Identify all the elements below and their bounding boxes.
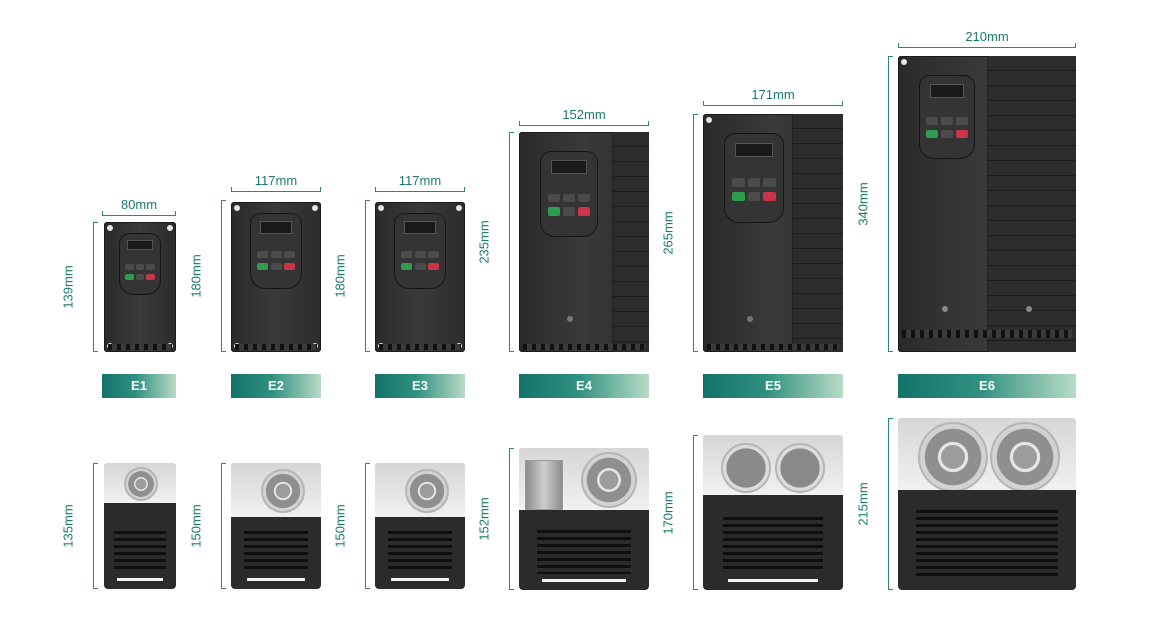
depth-dimension: 215mm — [856, 418, 893, 590]
width-value: 117mm — [254, 173, 298, 188]
height-dimension: 340mm — [856, 56, 893, 352]
width-dimension: 80mm — [102, 197, 176, 216]
width-value: 117mm — [398, 173, 442, 188]
depth-value: 150mm — [332, 504, 348, 548]
frame-label-e1: E1 — [102, 374, 176, 398]
width-dimension: 152mm — [519, 107, 649, 126]
drive-front-view — [231, 202, 321, 352]
height-dimension: 235mm — [477, 132, 514, 352]
mounting-screw — [567, 316, 573, 322]
keypad — [395, 214, 445, 288]
drive-front-view — [898, 56, 1076, 352]
height-dimension: 139mm — [61, 222, 98, 352]
height-value: 265mm — [660, 211, 676, 255]
depth-value: 135mm — [60, 504, 76, 548]
frame-label-e2: E2 — [231, 374, 321, 398]
drive-front-view — [375, 202, 465, 352]
height-value: 139mm — [60, 265, 76, 309]
height-value: 235mm — [476, 220, 492, 264]
depth-value: 215mm — [855, 482, 871, 526]
drive-bottom-view — [375, 463, 465, 589]
width-value: 210mm — [965, 29, 1009, 44]
depth-dimension: 150mm — [189, 463, 226, 589]
width-value: 171mm — [751, 87, 795, 102]
drive-bottom-view — [519, 448, 649, 590]
width-dimension: 171mm — [703, 87, 843, 106]
drive-bottom-view — [703, 435, 843, 590]
drive-front-view — [703, 114, 843, 352]
mounting-screw — [747, 316, 753, 322]
keypad — [541, 152, 597, 236]
drive-bottom-view — [104, 463, 176, 589]
height-dimension: 265mm — [661, 114, 698, 352]
width-dimension: 117mm — [231, 173, 321, 192]
width-dimension: 210mm — [898, 29, 1076, 48]
depth-value: 170mm — [660, 490, 676, 535]
drive-bottom-view — [898, 418, 1076, 590]
drive-bottom-view — [231, 463, 321, 589]
depth-dimension: 135mm — [61, 463, 98, 589]
depth-dimension: 152mm — [477, 448, 514, 590]
height-dimension: 180mm — [333, 200, 370, 352]
height-value: 180mm — [332, 254, 348, 298]
frame-label-e5: E5 — [703, 374, 843, 398]
keypad — [251, 214, 301, 288]
depth-dimension: 170mm — [661, 435, 698, 590]
depth-value: 150mm — [188, 504, 204, 548]
mounting-screw — [942, 306, 948, 312]
depth-dimension: 150mm — [333, 463, 370, 589]
depth-value: 152mm — [476, 497, 492, 541]
height-value: 180mm — [188, 254, 204, 298]
width-value: 152mm — [562, 107, 606, 122]
drive-front-view — [104, 222, 176, 352]
width-value: 80mm — [120, 197, 158, 212]
height-value: 340mm — [855, 182, 871, 226]
height-dimension: 180mm — [189, 200, 226, 352]
keypad — [120, 234, 160, 294]
frame-label-e3: E3 — [375, 374, 465, 398]
width-dimension: 117mm — [375, 173, 465, 192]
mounting-screw — [1026, 306, 1032, 312]
keypad — [920, 76, 974, 158]
drive-front-view — [519, 132, 649, 352]
frame-label-e4: E4 — [519, 374, 649, 398]
frame-label-e6: E6 — [898, 374, 1076, 398]
keypad — [725, 134, 783, 222]
